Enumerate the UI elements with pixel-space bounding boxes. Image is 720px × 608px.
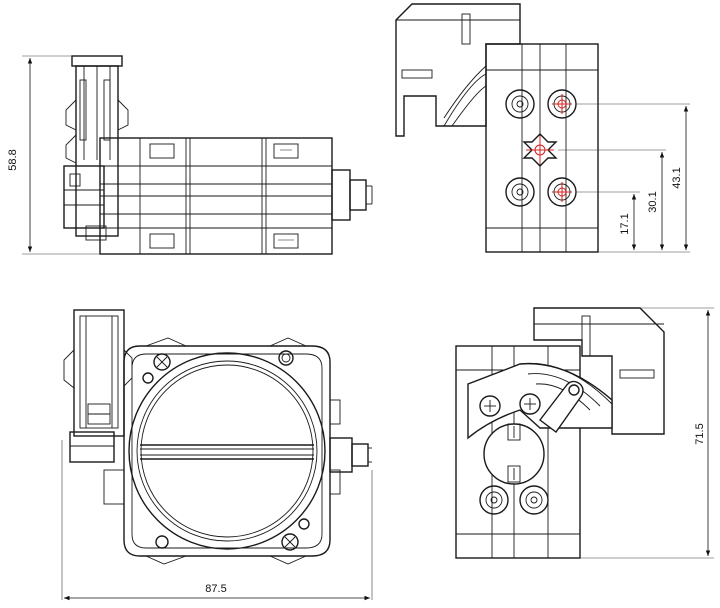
actuator-cap — [483, 423, 545, 485]
mounting-hole-bottom-left — [505, 177, 535, 207]
side-view-left: 58.8 — [7, 55, 373, 255]
mounting-hole-bottom-right — [547, 177, 577, 207]
top-view-bore: 87.5 — [61, 309, 373, 601]
rear-hole-bottom-right — [519, 485, 549, 515]
dimension-label-30-1: 30.1 — [647, 191, 659, 212]
dimension-label-87-5: 87.5 — [205, 583, 226, 595]
mounting-hole-top-left — [505, 89, 535, 119]
flange-hole-top-left — [142, 372, 154, 384]
flange-screw-top-left — [153, 353, 171, 371]
dimension-label-43-1: 43.1 — [671, 167, 683, 188]
dimension-label-17-1: 17.1 — [619, 213, 631, 234]
dimension-label-height-left: 58.8 — [7, 149, 19, 170]
dimension-label-71-5: 71.5 — [694, 423, 706, 444]
flange-hole-bottom-left — [155, 535, 169, 549]
actuator-screw-right — [519, 393, 541, 415]
center-shaft-marker — [522, 133, 558, 167]
flange-hole-top-right — [278, 350, 294, 366]
actuator-screw-left — [479, 395, 501, 417]
flange-screw-bottom-right — [281, 533, 299, 551]
front-view-right: 17.1 30.1 43.1 — [395, 3, 690, 253]
mounting-hole-top-right — [547, 89, 577, 119]
rear-hole-bottom-left — [479, 485, 509, 515]
rear-view-actuator: 71.5 — [455, 307, 714, 559]
